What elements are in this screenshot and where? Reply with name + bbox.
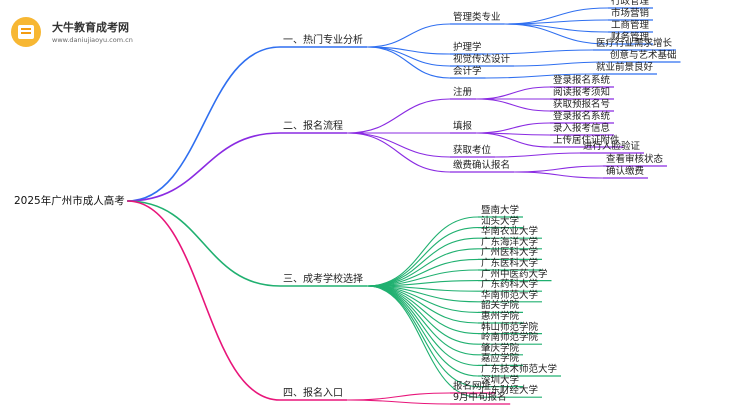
node-connector	[475, 98, 551, 112]
node-connector	[346, 132, 451, 158]
mindmap-node: 登录报名系统	[553, 75, 611, 86]
node-connector	[366, 285, 479, 356]
mindmap-node: 广州中医药大学	[481, 268, 548, 280]
brand-name: 大牛教育成考网	[52, 21, 129, 34]
mindmap-node: 韶关学院	[481, 300, 520, 312]
node-connector	[366, 285, 479, 366]
mindmap-node: 嘉应学院	[481, 353, 520, 365]
mindmap-node: 获取预报名号	[553, 99, 611, 110]
mindmap-node: 财务管理	[611, 32, 650, 43]
node-connector	[366, 258, 479, 287]
node-connector	[494, 152, 581, 158]
node-connector	[127, 200, 281, 287]
mindmap-node: 市场营销	[611, 8, 650, 19]
node-connector	[513, 61, 608, 67]
mindmap-branch: 三、成考学校选择	[283, 274, 363, 285]
mindmap-node: 广东技术师范大学	[481, 364, 558, 375]
mindmap-node: 惠州学院	[481, 311, 520, 322]
mindmap-node: 华南农业大学	[481, 226, 539, 238]
mindmap-node: 上传居住证附件	[553, 135, 620, 146]
mindmap-node: 报名网址	[453, 381, 492, 392]
node-connector	[366, 285, 479, 324]
mindmap-node: 肇庆学院	[481, 342, 520, 354]
mindmap-node: 阅读报考须知	[553, 87, 611, 98]
mindmap-node: 就业前景良好	[596, 62, 654, 73]
mindmap-node: 岭南师范学院	[481, 332, 539, 344]
node-connector	[366, 216, 479, 287]
mindmap-node: 视觉传达设计	[453, 54, 511, 65]
mindmap-branch: 一、热门专业分析	[283, 35, 363, 46]
mindmap-node: 汕头大学	[481, 215, 520, 227]
mindmap-node: 广东医科大学	[481, 258, 539, 269]
mindmap-node: 工商管理	[611, 20, 650, 31]
mindmap-node: 查看审核状态	[606, 154, 664, 165]
mindmap-node: 9月中旬报名	[453, 392, 507, 403]
brand-logo-icon	[11, 17, 41, 47]
mindmap-node: 韩山师范学院	[481, 321, 539, 333]
mindmap-node: 获取考位	[453, 145, 492, 156]
node-connector	[366, 23, 451, 48]
mindmap-node: 填报	[453, 121, 473, 132]
node-connector	[346, 399, 451, 405]
node-connector	[346, 132, 451, 173]
node-connector	[475, 86, 551, 100]
node-connector	[475, 122, 551, 134]
mindmap-node: 管理类专业	[453, 12, 501, 23]
mindmap-node: 深圳大学	[481, 374, 520, 386]
mindmap-node: 广东药科大学	[481, 279, 539, 291]
brand-url: www.daniujiaoyu.com.cn	[52, 36, 133, 44]
node-connector	[366, 237, 479, 287]
mindmap-node: 注册	[453, 87, 473, 98]
mindmap-branch: 四、报名入口	[283, 388, 343, 399]
mindmap-node: 创意与艺术基础	[610, 50, 677, 61]
node-connector	[366, 46, 451, 79]
node-connector	[475, 132, 551, 148]
mindmap-node: 缴费确认报名	[453, 160, 511, 171]
node-connector	[513, 165, 604, 173]
mindmap-node: 医疗行业需求增长	[596, 38, 673, 49]
mindmap-root: 2025年广州市成人高考	[14, 195, 125, 207]
mindmap-node: 广东财经大学	[481, 385, 539, 397]
node-connector	[513, 171, 604, 179]
mindmap-node: 暨南大学	[481, 205, 520, 216]
mindmap-branch: 二、报名流程	[283, 121, 343, 132]
mindmap-node: 华南师范大学	[481, 289, 539, 301]
node-connector	[366, 227, 479, 287]
mindmap-node: 进行人脸验证	[583, 141, 641, 152]
node-connector	[485, 49, 594, 55]
mindmap-node: 护理学	[453, 42, 482, 53]
node-connector	[127, 132, 281, 202]
node-connector	[127, 200, 281, 401]
mindmap-node: 会计学	[453, 66, 482, 77]
node-connector	[346, 392, 451, 401]
mindmap-node: 登录报名系统	[553, 111, 611, 122]
mindmap-node: 广州医科大学	[481, 247, 539, 259]
node-connector	[346, 98, 451, 134]
mindmap-node: 确认缴费	[606, 166, 645, 177]
node-connector	[127, 46, 281, 202]
mindmap-node: 广东海洋大学	[481, 236, 539, 248]
node-connector	[504, 19, 609, 25]
node-connector	[485, 73, 594, 79]
node-connector	[504, 23, 609, 45]
mindmap-node: 录入报考信息	[553, 123, 611, 134]
mindmap-node: 行政管理	[611, 0, 650, 7]
